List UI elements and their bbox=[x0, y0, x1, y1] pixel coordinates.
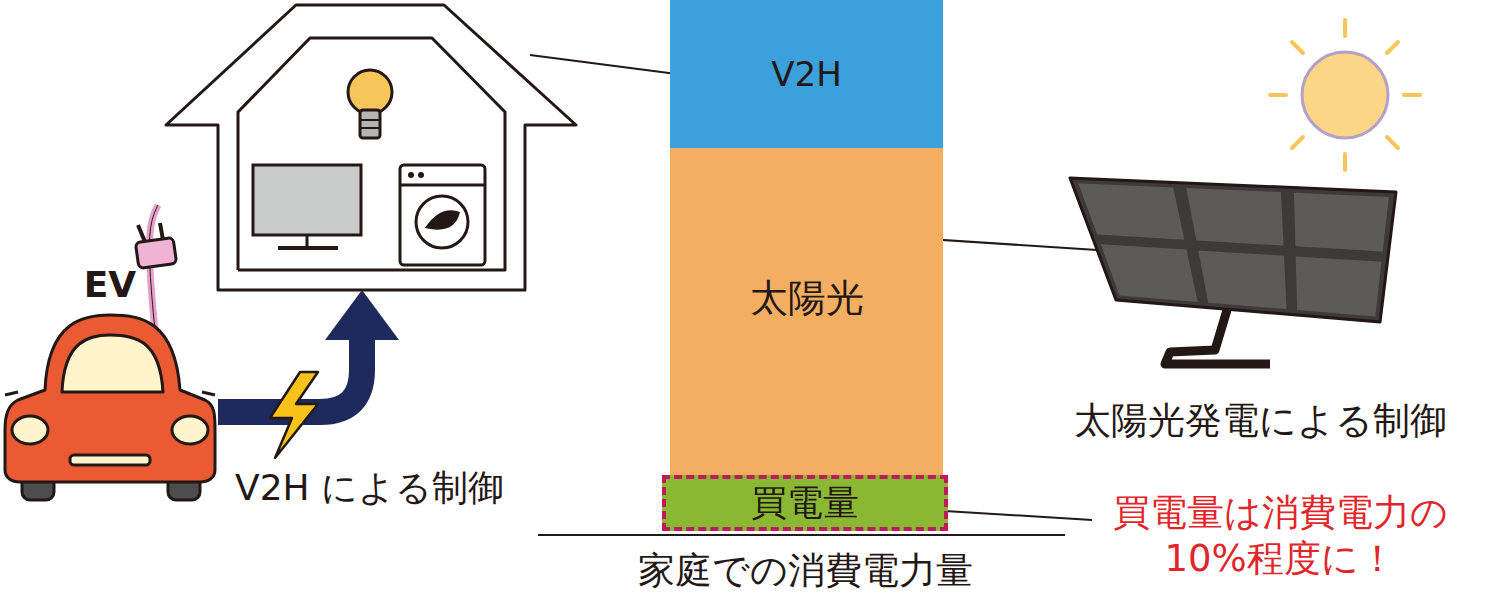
v2h-band: V2H bbox=[670, 0, 943, 148]
solar-cell bbox=[1296, 257, 1382, 317]
tv-icon bbox=[253, 165, 361, 248]
lightning-icon bbox=[270, 372, 318, 458]
solar-cell bbox=[1198, 250, 1286, 309]
leader-line bbox=[530, 55, 692, 76]
solar-cell bbox=[1101, 244, 1198, 302]
baseline bbox=[538, 534, 1065, 536]
purchase-box: 買電量 bbox=[662, 475, 948, 531]
band-label: V2H bbox=[771, 54, 841, 95]
solar-cell bbox=[1294, 193, 1389, 252]
note-text: 買電量は消費電力の 10%程度に！ bbox=[1070, 490, 1490, 583]
solar-panel bbox=[1070, 178, 1396, 364]
axis-label: 家庭での消費電力量 bbox=[570, 548, 1040, 594]
washer-icon bbox=[400, 165, 485, 265]
light-bulb bbox=[348, 70, 392, 138]
control-label: V2H による制御 bbox=[235, 465, 575, 510]
sun-icon bbox=[1270, 20, 1420, 170]
ev-car bbox=[5, 205, 215, 500]
band-label: 買電量 bbox=[751, 481, 859, 524]
house-illustration bbox=[166, 5, 576, 290]
power-arrow bbox=[218, 290, 399, 412]
band-label: 太陽光 bbox=[750, 276, 864, 322]
control-label: 太陽光発電による制御 bbox=[1030, 398, 1490, 444]
solar-cell bbox=[1078, 183, 1184, 240]
solar-band: 太陽光 bbox=[670, 148, 943, 475]
solar-cell bbox=[1186, 188, 1283, 246]
ev-label: EV bbox=[70, 262, 150, 307]
